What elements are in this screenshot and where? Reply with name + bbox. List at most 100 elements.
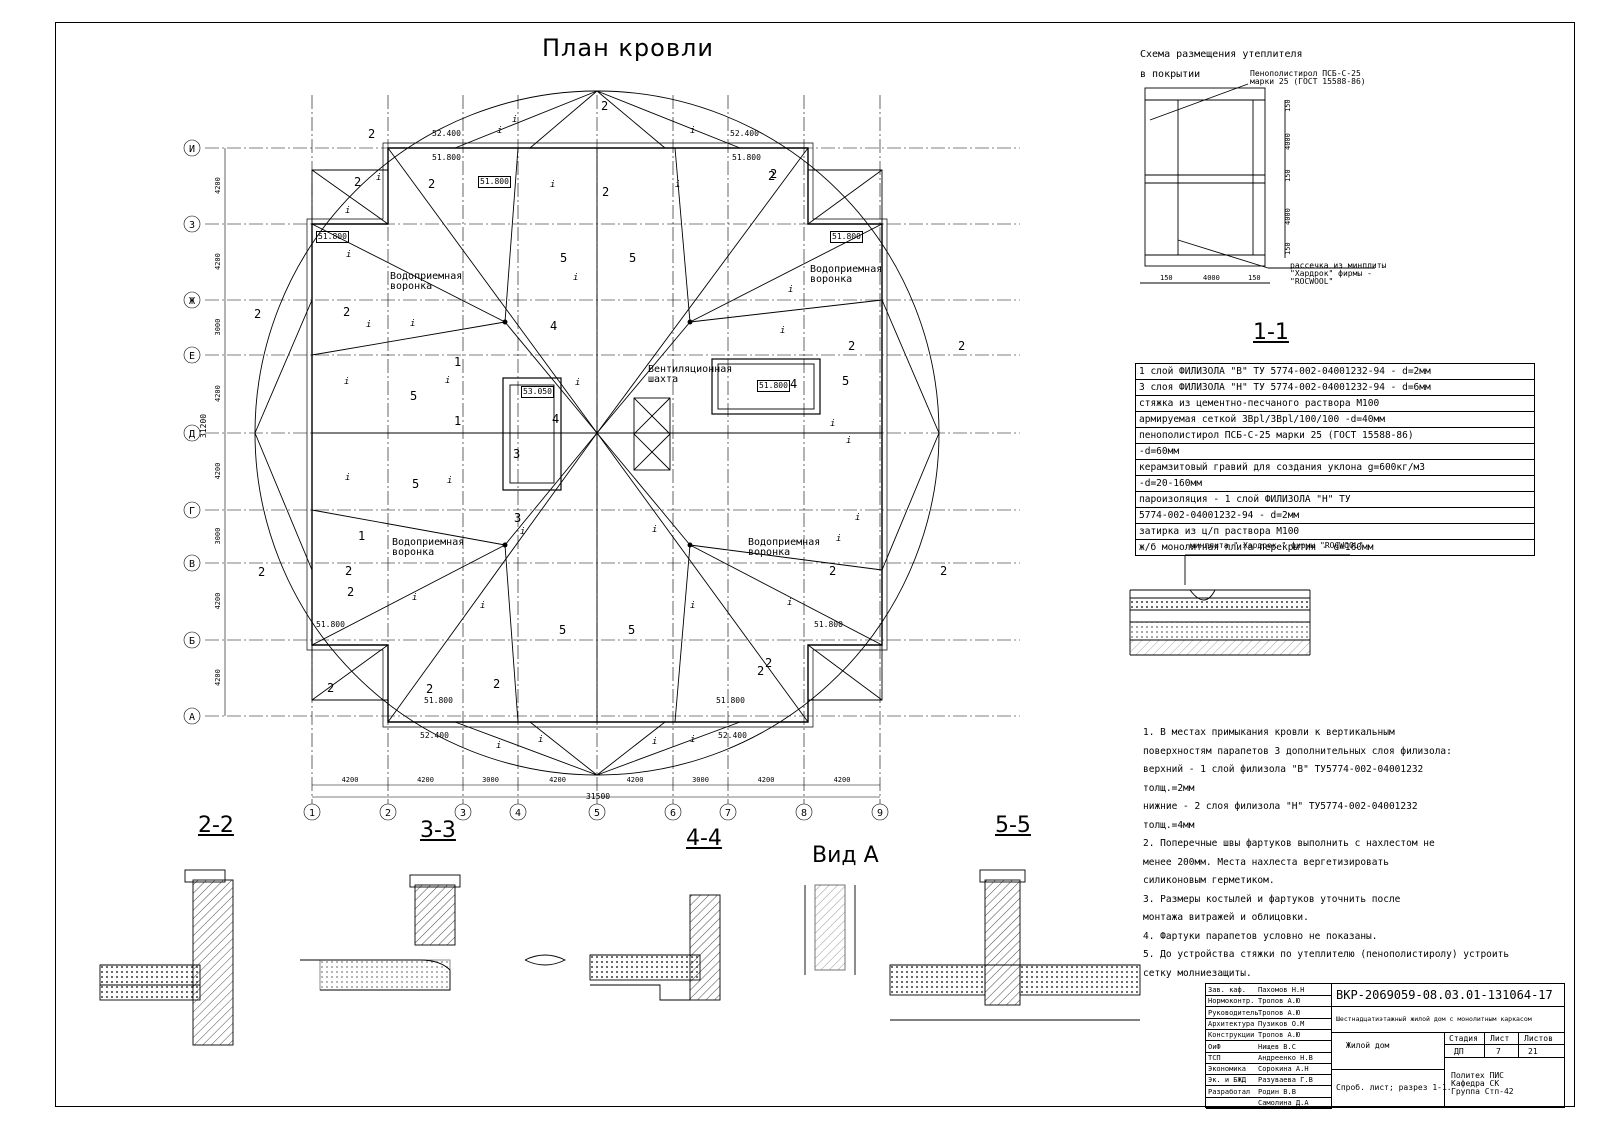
axis-bubble-row: [183, 631, 201, 649]
axis-label-row: Е: [189, 351, 195, 362]
section-mark: 2: [602, 185, 609, 199]
note-line: толщ.=2мм: [1143, 782, 1195, 794]
role-person: Самолина Д.А: [1258, 1099, 1309, 1107]
section-mark: 2: [958, 339, 965, 353]
slope-mark: i: [520, 527, 525, 537]
axis-bubble-row: [183, 346, 201, 364]
layer-text: пароизоляция - 1 слой ФИЛИЗОЛА "Н" ТУ: [1135, 491, 1535, 508]
slope-mark: i: [345, 473, 350, 483]
axis-label-col: 1: [309, 808, 315, 819]
section-mark: 2: [765, 656, 772, 670]
section-mark: 2: [345, 564, 352, 578]
insulation-scheme: [1140, 83, 1375, 284]
note-line: 2. Поперечные швы фартуков выполнить с н…: [1143, 838, 1435, 849]
layer-row: 5774-002-04001232-94 - d=2мм: [1135, 507, 1535, 524]
role-title: Архитектура: [1208, 1019, 1255, 1028]
layer-row: -d=20-160мм: [1135, 475, 1535, 492]
col-dimension: 3000: [692, 776, 709, 784]
axis-label-row: Г: [189, 506, 195, 517]
layer-text: пенополистирол ПСБ-С-25 марки 25 (ГОСТ 1…: [1135, 427, 1535, 444]
scheme-label-rockwool: рассечка из минплиты"Хардрок" фирмы -"RO…: [1290, 262, 1386, 286]
drawing-frame: [55, 22, 1575, 1107]
note-line: 3. Размеры костылей и фартуков уточнить …: [1143, 893, 1401, 905]
section-mark: 2: [368, 127, 375, 141]
role-person: Нищев В.С: [1258, 1042, 1296, 1051]
level-mark: 52.400: [718, 731, 747, 740]
col-dimension: 4200: [342, 776, 359, 784]
col-dimension: 4200: [627, 776, 644, 784]
level-mark: 52.400: [420, 731, 449, 740]
svg-text:150: 150: [1284, 99, 1292, 112]
section-mark: 2: [829, 564, 836, 578]
funnel-label-2: воронка: [810, 274, 853, 285]
svg-text:4000: 4000: [1203, 274, 1220, 282]
detail-title-4-4: 4-4: [686, 826, 722, 851]
slope-mark: i: [345, 206, 350, 216]
layer-text: -d=60мм: [1135, 443, 1535, 460]
svg-text:150: 150: [1284, 242, 1292, 255]
axis-bubble-row: [183, 291, 201, 309]
total-width-dim: 31500: [586, 792, 611, 801]
axis-bubble-col: [719, 803, 737, 821]
slope-mark: i: [447, 476, 452, 486]
layer-text: 3 слоя ФИЛИЗОЛА "Н" ТУ 5774-002-04001232…: [1135, 379, 1535, 396]
section-mark: 2: [848, 339, 855, 353]
detail-title-vid-a: Вид А: [812, 843, 879, 868]
svg-text:150: 150: [1284, 169, 1292, 182]
slope-mark: i: [344, 377, 349, 387]
section-mark: 4: [552, 412, 559, 426]
role-person: Тропов А.Ю: [1258, 997, 1301, 1006]
slope-mark: i: [830, 419, 835, 429]
note-line: верхний - 1 слой филизола "В" ТУ5774-002…: [1143, 764, 1424, 775]
slope-mark: i: [512, 115, 517, 125]
vent-shaft-box: [502, 377, 562, 491]
row-dimension: 3000: [214, 528, 222, 545]
svg-text:150: 150: [1160, 274, 1173, 282]
level-mark: 51.800: [732, 153, 761, 162]
section-mark: 3: [514, 511, 521, 525]
slope-mark: i: [690, 735, 695, 745]
document-code: ВКР-2069059-08.03.01-131064-17: [1336, 988, 1553, 1002]
axis-bubble-row: [183, 707, 201, 725]
note-line: 5. До устройства стяжки по утеплителю (п…: [1143, 949, 1510, 960]
row-dimension: 4200: [214, 463, 222, 480]
slope-mark: i: [652, 737, 657, 747]
section-mark: 2: [601, 99, 608, 113]
role-row: Зав. каф.Пахомов Н.Н: [1206, 984, 1331, 996]
layer-text: 5774-002-04001232-94 - d=2мм: [1135, 507, 1535, 524]
scheme-label-4: "Хардрок" фирмы -: [1290, 269, 1372, 278]
vent-label: Вентиляционная: [648, 364, 733, 375]
axis-label-col: 8: [801, 808, 807, 819]
axis-label-col: 6: [670, 808, 676, 819]
level-mark: 51.800: [316, 231, 349, 243]
scheme-label-1: Пенополистирол ПСБ-С-25: [1250, 69, 1361, 78]
funnel-label: Водоприемная: [748, 537, 821, 548]
slope-mark: i: [538, 735, 543, 745]
col-dimension: 4200: [834, 776, 851, 784]
col-dimension: 4200: [417, 776, 434, 784]
role-person: Сорокина А.Н: [1258, 1065, 1309, 1074]
note-line: поверхностям парапетов 3 дополнительных …: [1143, 745, 1452, 757]
section-mark: 5: [842, 374, 849, 388]
section-mark: 4: [550, 319, 557, 333]
axis-bubble-col: [795, 803, 813, 821]
note-line: сетку молниезащиты.: [1143, 967, 1252, 979]
layer-text: 1 слой ФИЛИЗОЛА "В" ТУ 5774-002-04001232…: [1135, 363, 1535, 380]
role-title: Разработал: [1208, 1087, 1251, 1096]
row-dimension: 4200: [214, 253, 222, 270]
section-mark: 2: [768, 169, 775, 183]
vent-shaft-2: [633, 397, 671, 471]
roof-hatch: [711, 358, 821, 415]
sheets-header: Листов: [1524, 1034, 1553, 1043]
detail-title-3-3: 3-3: [420, 818, 456, 843]
sheet-name: Жилой дом: [1346, 1041, 1390, 1050]
level-mark: 52.400: [730, 129, 759, 138]
row-dimension: 3000: [214, 319, 222, 336]
slope-mark: i: [412, 593, 417, 603]
